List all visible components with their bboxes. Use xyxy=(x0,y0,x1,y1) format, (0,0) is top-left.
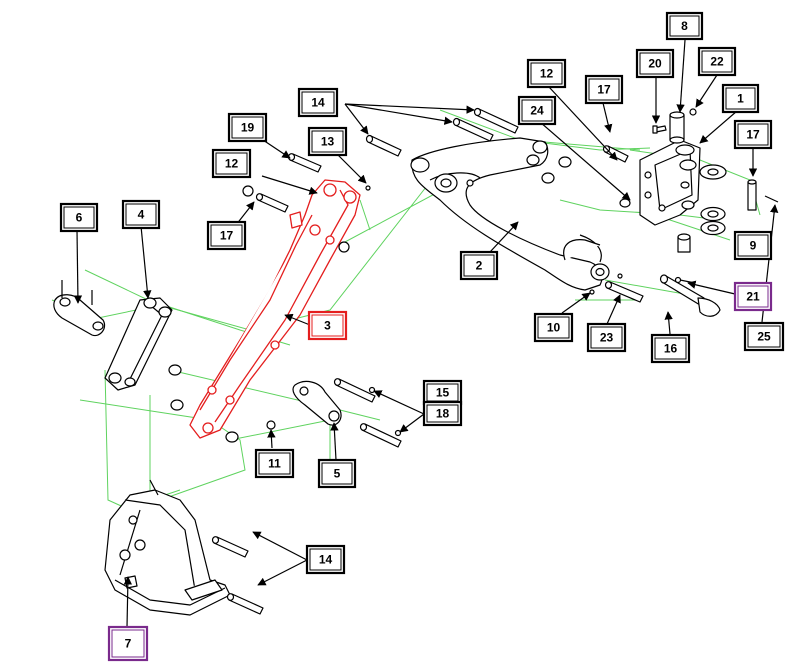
nut-part-22 xyxy=(689,108,697,116)
svg-text:24: 24 xyxy=(530,104,544,118)
link-part-4 xyxy=(104,297,173,391)
link-bushings xyxy=(168,364,239,443)
callout-15: 15 xyxy=(422,379,463,406)
callout-12-right: 12 xyxy=(526,58,567,89)
svg-text:11: 11 xyxy=(268,457,281,471)
part-11 xyxy=(266,420,276,430)
pin-part-23 xyxy=(604,281,644,303)
callout-10: 10 xyxy=(533,312,574,343)
leader-lines xyxy=(73,39,779,628)
svg-text:10: 10 xyxy=(547,321,561,335)
dipper-arm-part-3 xyxy=(189,179,361,439)
pins-part-14-top xyxy=(365,107,519,157)
svg-text:1: 1 xyxy=(737,92,744,106)
callout-13: 13 xyxy=(307,126,348,157)
callout-12-left: 12 xyxy=(211,148,252,179)
svg-text:8: 8 xyxy=(681,19,688,33)
bucket-part-7 xyxy=(104,479,231,616)
callout-17-far-right: 17 xyxy=(733,119,773,150)
washers-part-9 xyxy=(699,164,727,236)
callout-17-top-right: 17 xyxy=(584,74,624,105)
boom-part-2 xyxy=(410,137,610,291)
svg-text:4: 4 xyxy=(138,208,145,222)
svg-text:18: 18 xyxy=(436,407,450,421)
callout-22: 22 xyxy=(697,46,737,77)
pin-part-8 xyxy=(669,111,685,144)
svg-text:12: 12 xyxy=(540,67,554,81)
svg-text:13: 13 xyxy=(321,135,335,149)
callout-24: 24 xyxy=(517,95,557,126)
svg-text:5: 5 xyxy=(334,467,341,481)
bolt-part-20 xyxy=(652,125,667,134)
callout-5: 5 xyxy=(317,458,357,489)
svg-text:17: 17 xyxy=(597,83,611,97)
link-part-5 xyxy=(292,380,342,426)
callout-20: 20 xyxy=(635,48,675,79)
pin-part-17-left xyxy=(242,185,289,213)
callout-16: 16 xyxy=(650,333,691,364)
svg-text:17: 17 xyxy=(220,229,234,243)
link-part-6 xyxy=(53,280,106,337)
part-10 xyxy=(589,273,623,295)
callout-3: 3 xyxy=(307,310,348,341)
callout-14-top: 14 xyxy=(297,87,339,118)
callout-21: 21 xyxy=(733,281,773,312)
svg-text:12: 12 xyxy=(225,157,239,171)
callout-7: 7 xyxy=(107,625,149,662)
svg-text:25: 25 xyxy=(757,330,771,344)
pin-part-21 xyxy=(674,276,696,284)
boom-bushings xyxy=(466,154,631,208)
callout-25: 25 xyxy=(743,321,785,352)
svg-text:23: 23 xyxy=(600,331,614,345)
svg-text:7: 7 xyxy=(125,637,132,651)
pin-part-19 xyxy=(287,153,322,173)
callout-9: 9 xyxy=(733,230,773,261)
svg-text:2: 2 xyxy=(476,259,483,273)
pins-part-14-bottom xyxy=(211,536,264,615)
svg-text:19: 19 xyxy=(241,121,255,135)
callout-2: 2 xyxy=(459,250,499,281)
callout-18: 18 xyxy=(422,400,463,427)
svg-text:17: 17 xyxy=(746,128,760,142)
svg-text:20: 20 xyxy=(648,57,662,71)
callout-4: 4 xyxy=(121,199,161,230)
swing-bracket-part-1 xyxy=(639,139,701,226)
callout-19: 19 xyxy=(227,112,268,143)
callout-17-left: 17 xyxy=(206,220,247,251)
svg-text:14: 14 xyxy=(311,96,325,110)
callout-1: 1 xyxy=(721,83,760,114)
pins-part-15-18 xyxy=(333,378,402,448)
callout-6: 6 xyxy=(59,202,99,233)
callout-14-bottom: 14 xyxy=(305,544,346,575)
svg-text:6: 6 xyxy=(76,211,83,225)
arm-bushings xyxy=(338,185,371,253)
callout-11: 11 xyxy=(254,448,295,479)
svg-text:16: 16 xyxy=(664,342,678,356)
svg-text:22: 22 xyxy=(710,55,724,69)
svg-text:3: 3 xyxy=(324,319,331,333)
svg-text:21: 21 xyxy=(746,290,760,304)
callout-23: 23 xyxy=(586,322,627,353)
svg-text:9: 9 xyxy=(750,239,757,253)
shaft-part-16 xyxy=(659,233,721,317)
callout-8: 8 xyxy=(665,11,704,41)
pin-part-25 xyxy=(764,195,779,203)
pins-part-17-right xyxy=(602,145,757,211)
svg-text:15: 15 xyxy=(436,386,450,400)
svg-text:14: 14 xyxy=(319,553,333,567)
